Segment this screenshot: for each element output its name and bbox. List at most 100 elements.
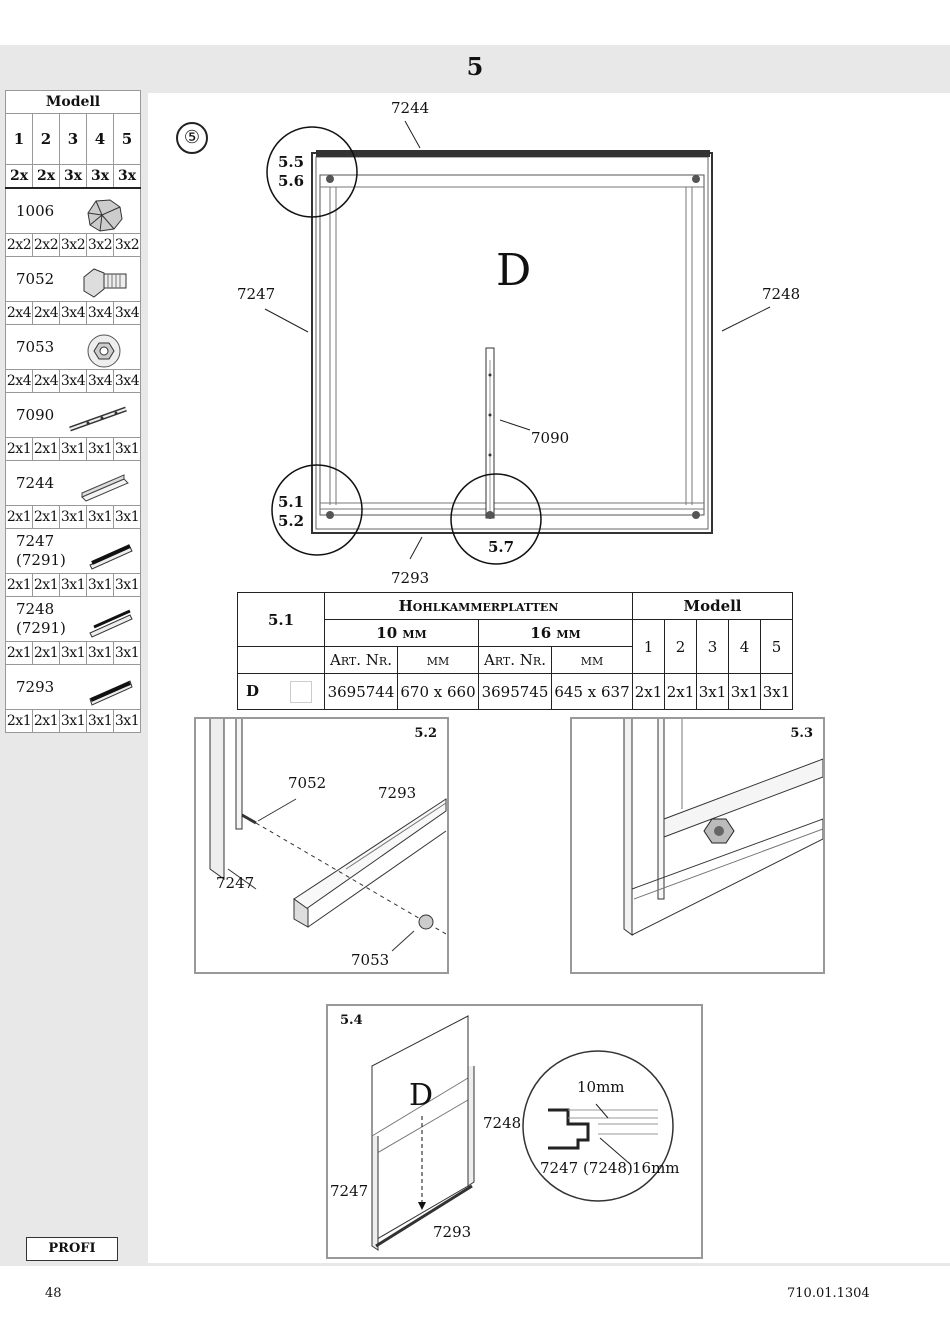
part-code-alt: (7291): [16, 551, 66, 569]
nut-icon: [87, 334, 121, 368]
detail-5-3: 5.3: [570, 717, 825, 974]
part-code: 1006: [16, 201, 55, 220]
part-qty: 3x1: [86, 437, 114, 461]
footer-page-number: 48: [45, 1286, 62, 1301]
part-code-main: 7247: [16, 532, 55, 550]
profile-dark-icon: [89, 680, 133, 706]
detail-ref-5-6: 5.6: [278, 172, 305, 190]
spec-panel-name: D: [246, 681, 260, 700]
part-code: 7053: [16, 337, 55, 356]
part-qty: 2x2: [32, 233, 60, 257]
label-7247: 7247: [330, 1182, 369, 1200]
profile-icon: [81, 474, 129, 502]
parts-table: Modell 1 2 3 4 5 2x 2x 3x 3x 3x 1006 2x2…: [5, 90, 141, 733]
model-count: 2x: [5, 164, 33, 189]
spec-qty: 3x1: [728, 673, 761, 710]
footer-document-code: 710.01.1304: [787, 1286, 870, 1301]
spec-art-header: Art. Nr.: [324, 646, 398, 674]
spec-size16: 645 x 637: [551, 673, 633, 710]
part-qty: 3x1: [59, 573, 87, 597]
frame-drawing: [264, 120, 771, 565]
model-number: 2: [664, 619, 697, 674]
spec-qty: 2x1: [632, 673, 665, 710]
part-code: 7090: [16, 405, 55, 424]
part-qty: 2x1: [32, 437, 60, 461]
part-qty: 2x1: [5, 437, 33, 461]
footer-divider: [0, 1263, 950, 1266]
spec-size10: 670 x 660: [397, 673, 479, 710]
panel-swatch-icon: [290, 680, 313, 703]
part-row-7053: 7053: [5, 324, 141, 370]
model-number: 5: [760, 619, 793, 674]
label-7090: 7090: [531, 429, 570, 447]
model-number: 4: [86, 113, 114, 165]
part-code: 7293: [16, 677, 55, 696]
part-qty: 3x2: [59, 233, 87, 257]
detail-title: 5.4: [340, 1013, 363, 1028]
panel-spec-table: 5.1 Hohlkammerplatten Modell 10 mm 16 mm…: [237, 592, 793, 710]
part-row-1006: 1006: [5, 187, 141, 234]
detail-ref-5-7: 5.7: [488, 538, 515, 556]
part-code-main: 7248: [16, 600, 55, 618]
detail-ref-5-1: 5.1: [278, 493, 305, 511]
detail-5-2-drawing: [209, 719, 447, 952]
part-qty: 2x4: [32, 369, 60, 393]
detail-ref-5-2: 5.2: [278, 512, 305, 530]
model-number: 2: [32, 113, 60, 165]
spec-group: Hohlkammerplatten: [324, 592, 633, 620]
spec-art-header: Art. Nr.: [478, 646, 552, 674]
part-qty: 2x1: [32, 573, 60, 597]
part-qty: 2x1: [32, 709, 60, 733]
part-qty: 3x1: [86, 573, 114, 597]
label-7052: 7052: [288, 774, 327, 792]
part-qty: 3x4: [86, 369, 114, 393]
part-qty: 3x4: [86, 301, 114, 325]
spec-10mm: 10 mm: [324, 619, 479, 647]
spec-row-label: D: [237, 673, 325, 710]
part-row-7244: 7244: [5, 460, 141, 506]
spec-id: 5.1: [237, 592, 325, 647]
page-header-bar: [0, 45, 950, 93]
detail-5-3-drawing: [623, 719, 823, 936]
spec-art10: 3695744: [324, 673, 398, 710]
part-code: 7248(7291): [16, 600, 66, 638]
label-7293: 7293: [433, 1223, 472, 1241]
part-qty: 3x1: [59, 505, 87, 529]
part-code-alt: (7291): [16, 619, 66, 637]
part-row-7090: 7090: [5, 392, 141, 438]
page-number: 5: [466, 52, 484, 81]
spec-qty: 3x1: [760, 673, 793, 710]
hexagon-knob-icon: [87, 199, 123, 232]
label-profiles: 7247 (7248): [540, 1159, 633, 1177]
part-code: 7052: [16, 269, 55, 288]
detail-5-4: 5.4 D 7248 7247 7293 10mm 7247 (7248) 16…: [326, 1004, 703, 1259]
part-qty: 3x4: [59, 369, 87, 393]
part-qty: 3x1: [113, 641, 141, 665]
model-number: 3: [59, 113, 87, 165]
panel-label: D: [409, 1078, 434, 1113]
part-qty: 2x1: [5, 573, 33, 597]
part-qty: 3x4: [113, 301, 141, 325]
part-qty: 2x2: [5, 233, 33, 257]
profi-badge: PROFI: [26, 1237, 118, 1261]
spec-qty: 2x1: [664, 673, 697, 710]
detail-title: 5.2: [414, 726, 437, 741]
model-count: 2x: [32, 164, 60, 189]
model-count: 3x: [113, 164, 141, 189]
detail-5-2: 5.2 7052 7293 7247 7053: [194, 717, 449, 974]
part-code: 7247(7291): [16, 532, 66, 570]
part-qty: 3x1: [113, 437, 141, 461]
label-7244: 7244: [391, 99, 430, 117]
rod-icon: [69, 406, 127, 432]
label-7247: 7247: [237, 285, 276, 303]
part-qty: 2x4: [32, 301, 60, 325]
spec-mm-header: mm: [397, 646, 479, 674]
part-qty: 3x1: [59, 437, 87, 461]
detail-ref-5-5: 5.5: [278, 153, 305, 171]
part-qty: 2x1: [32, 641, 60, 665]
profile-dark-icon: [89, 609, 133, 638]
model-number: 1: [632, 619, 665, 674]
part-qty: 3x2: [86, 233, 114, 257]
model-number: 5: [113, 113, 141, 165]
